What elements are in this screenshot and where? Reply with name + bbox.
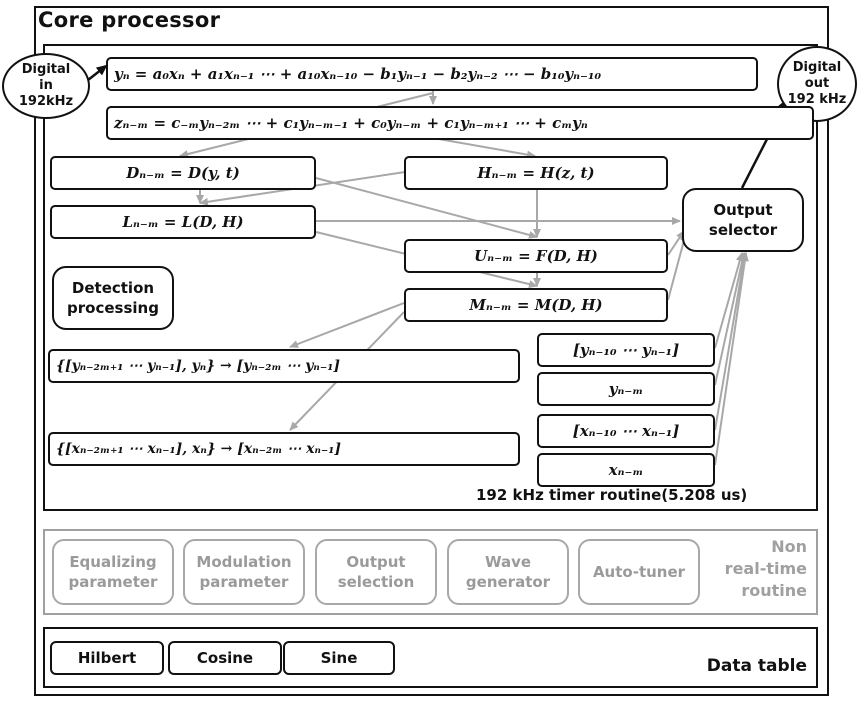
h-function: Hₙ₋ₘ = H(z, t) [477, 164, 595, 182]
y-shift-box: {[yₙ₋₂ₘ₊₁ ⋯ yₙ₋₁], yₙ} → [yₙ₋₂ₘ ⋯ yₙ₋₁] [48, 349, 520, 383]
l-function-box: Lₙ₋ₘ = L(D, H) [50, 205, 316, 239]
digital-in-node: Digital in 192kHz [2, 53, 90, 119]
nrt-item-5-line1: Auto-tuner [592, 563, 686, 581]
nrt-item-4-line1: Wave [484, 553, 532, 571]
m-function: Mₙ₋ₘ = M(D, H) [469, 296, 603, 314]
digital-in-line2: in [39, 78, 53, 93]
arrow-in-to-y [87, 64, 108, 81]
arrow-d-to-u [315, 177, 538, 239]
u-function-box: Uₙ₋ₘ = F(D, H) [404, 239, 668, 273]
realtime-panel [43, 44, 818, 511]
arrow-xnm-to-selector [714, 252, 749, 466]
arrow-ynm-to-selector [714, 252, 747, 386]
detection-line1: Detection [71, 279, 155, 297]
nrt-item-3-line1: Output [346, 553, 406, 571]
sine-table-box: Sine [283, 641, 395, 675]
h-function-box: Hₙ₋ₘ = H(z, t) [404, 156, 668, 190]
core-processor-frame [34, 6, 829, 696]
u-function: Uₙ₋ₘ = F(D, H) [474, 247, 598, 265]
x-history: [xₙ₋₁₀ ⋯ xₙ₋₁] [572, 422, 680, 440]
arrow-xhist-to-selector [714, 252, 748, 431]
fir-equation: zₙ₋ₘ = c₋ₘyₙ₋₂ₘ ⋯ + c₁yₙ₋ₘ₋₁ + c₀yₙ₋ₘ + … [114, 114, 588, 132]
output-selection-box: Output selection [315, 539, 437, 605]
d-function-box: Dₙ₋ₘ = D(y, t) [50, 156, 316, 190]
timer-routine-label: 192 kHz timer routine(5.208 us) [476, 486, 748, 504]
nrt-item-2-line1: Modulation [196, 553, 292, 571]
arrow-m-to-yshift [289, 302, 405, 348]
x-shift-box: {[xₙ₋₂ₘ₊₁ ⋯ xₙ₋₁], xₙ} → [xₙ₋₂ₘ ⋯ xₙ₋₁] [48, 432, 520, 466]
nrt-item-2-line2: parameter [199, 573, 289, 591]
equalizing-parameter-box: Equalizing parameter [52, 539, 174, 605]
m-function-box: Mₙ₋ₘ = M(D, H) [404, 288, 668, 322]
diagram-title: Core processor [38, 8, 221, 32]
non-realtime-panel [43, 529, 818, 615]
output-selector-line2: selector [708, 221, 778, 239]
digital-out-line1: Digital [792, 60, 842, 75]
output-selector-box: Output selector [682, 188, 804, 252]
nrt-item-3-line2: selection [337, 573, 415, 591]
nrt-item-4-line2: generator [465, 573, 551, 591]
digital-out-line2: out [804, 76, 830, 91]
cosine-table-box: Cosine [168, 641, 282, 675]
y-nm: yₙ₋ₘ [608, 380, 644, 398]
nrt-item-1-line2: parameter [68, 573, 158, 591]
y-shift-equation: {[yₙ₋₂ₘ₊₁ ⋯ yₙ₋₁], yₙ} → [yₙ₋₂ₘ ⋯ yₙ₋₁] [56, 358, 340, 374]
y-history-box: [yₙ₋₁₀ ⋯ yₙ₋₁] [537, 333, 715, 367]
digital-in-line3: 192kHz [18, 94, 74, 109]
data-table-panel [43, 627, 818, 688]
nrt-item-1-line1: Equalizing [69, 553, 157, 571]
x-shift-equation: {[xₙ₋₂ₘ₊₁ ⋯ xₙ₋₁], xₙ} → [xₙ₋₂ₘ ⋯ xₙ₋₁] [56, 441, 342, 457]
data-table-label: Data table [706, 656, 807, 676]
arrow-yhist-to-selector [714, 252, 744, 349]
modulation-parameter-box: Modulation parameter [183, 539, 305, 605]
y-nm-box: yₙ₋ₘ [537, 372, 715, 406]
auto-tuner-box: Auto-tuner [578, 539, 700, 605]
non-realtime-label: Non real-time routine [724, 537, 807, 600]
output-selector-line1: Output [713, 201, 773, 219]
x-nm: xₙ₋ₘ [608, 461, 644, 479]
d-function: Dₙ₋ₘ = D(y, t) [126, 164, 240, 182]
arrow-fir-to-h [432, 137, 536, 159]
detection-line2: processing [67, 299, 159, 317]
x-nm-box: xₙ₋ₘ [537, 453, 715, 487]
detection-processing-box: Detection processing [52, 266, 174, 330]
l-function: Lₙ₋ₘ = L(D, H) [122, 213, 244, 231]
hilbert-table-box: Hilbert [50, 641, 164, 675]
wave-generator-box: Wave generator [447, 539, 569, 605]
digital-in-line1: Digital [21, 62, 71, 77]
iir-equation-box: yₙ = a₀xₙ + a₁xₙ₋₁ ⋯ + a₁₀xₙ₋₁₀ − b₁yₙ₋₁… [106, 57, 758, 91]
iir-equation: yₙ = a₀xₙ + a₁xₙ₋₁ ⋯ + a₁₀xₙ₋₁₀ − b₁yₙ₋₁… [114, 65, 602, 83]
x-history-box: [xₙ₋₁₀ ⋯ xₙ₋₁] [537, 414, 715, 448]
fir-equation-box: zₙ₋ₘ = c₋ₘyₙ₋₂ₘ ⋯ + c₁yₙ₋ₘ₋₁ + c₀yₙ₋ₘ + … [106, 106, 814, 140]
y-history: [yₙ₋₁₀ ⋯ yₙ₋₁] [572, 341, 680, 359]
digital-out-line3: 192 kHz [787, 92, 847, 107]
